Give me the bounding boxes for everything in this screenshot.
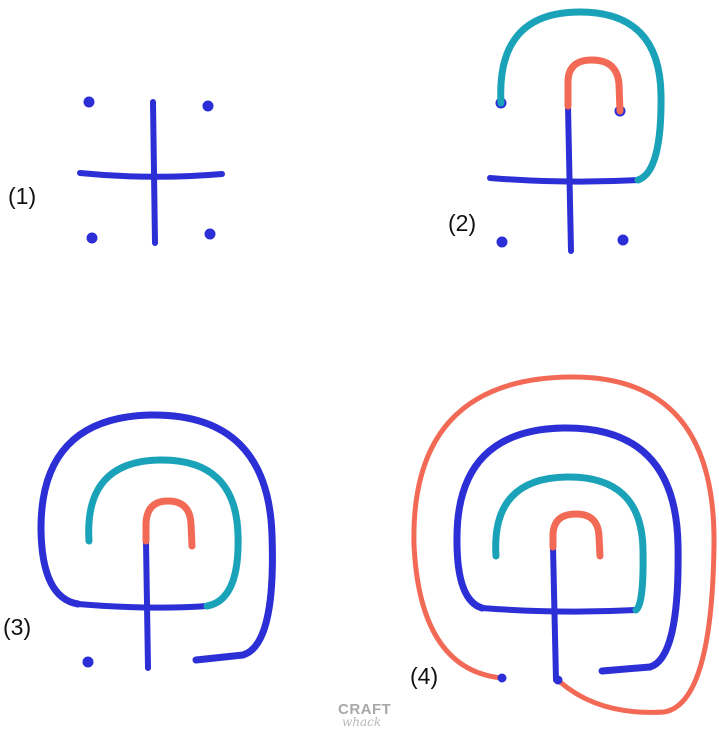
step-2-panel: (2) bbox=[448, 8, 665, 254]
step-4-second-arc bbox=[492, 473, 647, 614]
watermark-whack-text: whack bbox=[342, 715, 381, 729]
step-1-label: (1) bbox=[8, 183, 36, 209]
step-2-dot-bottom-left bbox=[496, 236, 508, 248]
step-3-seed bbox=[82, 538, 151, 671]
step-4-panel: (4) bbox=[410, 374, 717, 715]
step-3-second-arc bbox=[85, 456, 242, 610]
step-4-end-dot-left bbox=[497, 673, 507, 683]
step-1-dot-top-left bbox=[83, 96, 95, 108]
step-3-label: (3) bbox=[3, 614, 31, 640]
step-1-panel: (1) bbox=[8, 96, 225, 246]
step-3-inner-arc bbox=[142, 497, 196, 550]
watermark-craft-text: CRAFT bbox=[338, 701, 391, 718]
step-4-label: (4) bbox=[410, 663, 438, 689]
step-3-horizontal-line bbox=[75, 601, 210, 611]
step-4-horizontal-line bbox=[479, 605, 639, 615]
step-1-horizontal-line bbox=[77, 170, 225, 180]
step-1-seed-cross bbox=[77, 96, 225, 246]
step-1-dot-top-right bbox=[202, 100, 214, 112]
step-1-vertical-line bbox=[150, 99, 158, 246]
step-1-dot-bottom-left bbox=[86, 232, 98, 244]
craftwhack-watermark: CRAFT whack bbox=[338, 701, 391, 729]
step-3-vertical-line bbox=[143, 538, 151, 671]
step-4-inner-arc bbox=[549, 510, 604, 560]
step-2-label: (2) bbox=[448, 210, 476, 236]
step-2-vertical-line bbox=[565, 103, 574, 254]
step-2-seed bbox=[487, 97, 641, 254]
step-2-dot-bottom-right bbox=[617, 234, 629, 246]
step-3-dot-bottom-left bbox=[82, 656, 94, 668]
step-4-third-arc bbox=[453, 424, 682, 675]
step-3-panel: (3) bbox=[3, 411, 276, 671]
step-3-outer-arc bbox=[37, 411, 276, 664]
step-2-inner-arc bbox=[564, 56, 624, 115]
step-4-outer-arc bbox=[411, 374, 717, 715]
step-4-end-dot-right bbox=[553, 675, 563, 685]
step-2-second-arc bbox=[497, 8, 665, 184]
step-2-horizontal-line bbox=[487, 175, 641, 185]
step-1-dot-bottom-right bbox=[204, 228, 216, 240]
